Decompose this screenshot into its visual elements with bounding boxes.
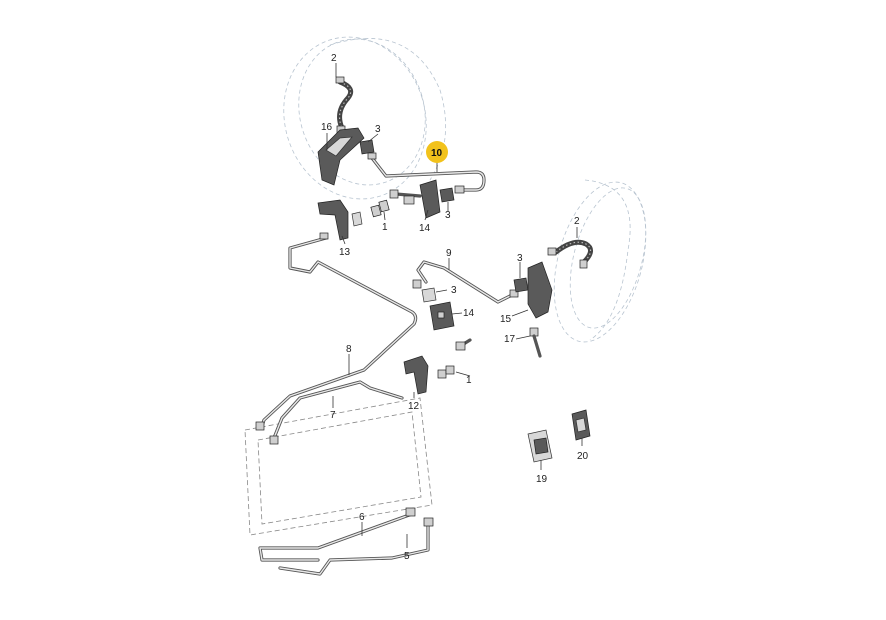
bracket-12 [403,355,429,395]
clip-3-rear [513,277,529,293]
front-wheel-outline [283,36,446,200]
clip-19 [527,429,553,463]
callout-1-bottom: 1 [466,375,472,386]
callout-3-center: 3 [451,285,457,296]
clip-20 [571,409,591,441]
callout-13: 13 [339,247,351,258]
bracket-14-mid [429,301,455,331]
brake-line-5 [278,517,434,576]
callout-6: 6 [359,512,365,523]
callout-9: 9 [446,248,452,259]
rear-wheel-outline [553,179,647,343]
callout-5: 5 [404,551,410,562]
callout-2-front: 2 [331,53,337,64]
callout-15: 15 [500,314,512,325]
callout-16: 16 [321,122,333,133]
callout-1-top: 1 [382,222,388,233]
callout-8: 8 [346,344,352,355]
callout-19: 19 [536,474,548,485]
callout-17: 17 [504,334,516,345]
callout-3-front: 3 [375,124,381,135]
callout-14-mid: 14 [463,308,475,319]
connector-1-bottom [437,338,472,379]
callout-2-rear: 2 [574,216,580,227]
callout-12: 12 [408,401,420,412]
callout-20: 20 [577,451,589,462]
brake-line-9 [412,260,519,304]
bracket-13 [317,199,363,241]
clip-3-mid [439,187,455,203]
callout-14-top: 14 [419,223,431,234]
rear-brake-hose [547,239,593,269]
callout-labels: 2 16 3 10 3 14 1 13 2 9 3 3 14 15 17 8 1… [321,53,589,562]
highlight-circle-10 [426,141,448,163]
bracket-16 [317,127,365,186]
callout-3-rear: 3 [517,253,523,264]
front-brake-hose [335,76,354,134]
brake-line-6 [258,507,416,562]
bracket-15 [527,261,553,319]
clip-3-front [359,139,375,155]
callout-10[interactable]: 10 [431,148,443,159]
connector-1-top [370,199,390,218]
brake-line-7 [269,380,404,445]
clip-3-center [421,287,437,303]
brake-line-10 [367,152,486,194]
callout-3-mid: 3 [445,210,451,221]
leader-lines [326,63,583,548]
callout-7: 7 [330,410,336,421]
brake-line-8 [255,232,418,431]
bracket-14-top [389,179,441,219]
bolt-17 [529,327,542,358]
underbody-frame-outline [244,397,433,536]
